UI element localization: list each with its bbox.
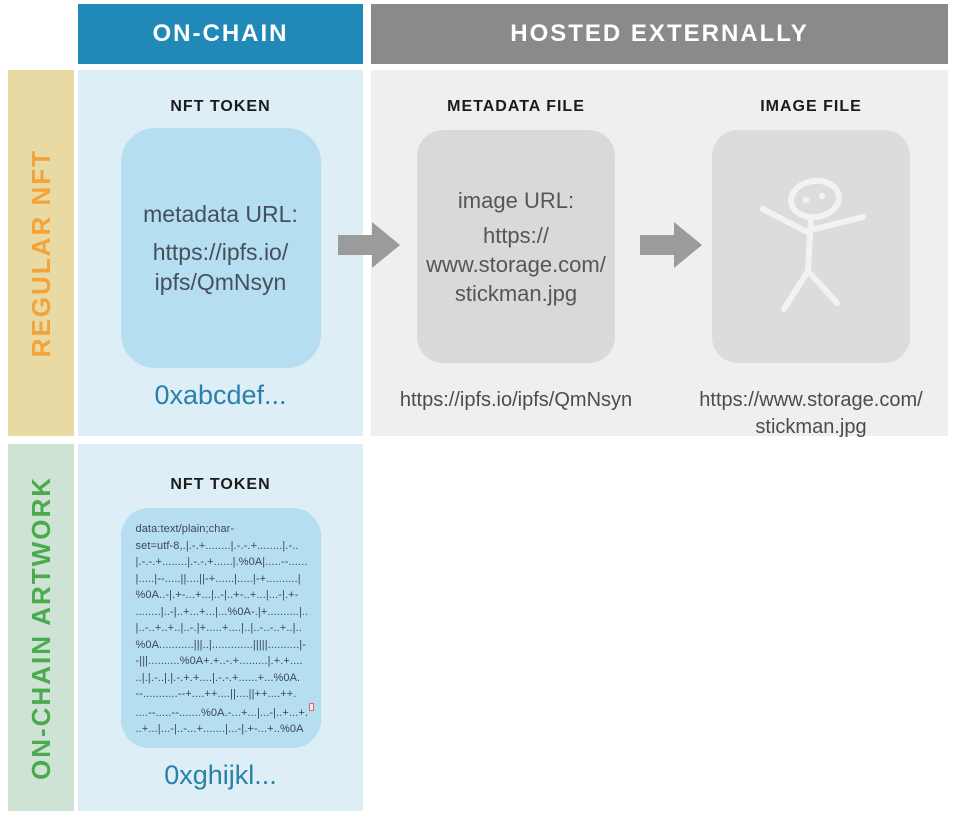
on-chain-artwork-label: ON-CHAIN ARTWORK [25,475,56,780]
metadata-url-line1: https://ipfs.io/ [152,239,289,265]
metadata-file-heading: METADATA FILE [447,98,585,115]
data-uri-line: data:text/plain;char- [135,523,235,535]
missing-glyph-icon [309,702,315,711]
image-file-heading: IMAGE FILE [760,98,862,115]
regular-nft-token-column: NFT TOKEN metadata URL: https://ipfs.io/… [78,70,363,411]
image-file-url: https://www.storage.com/ stickman.jpg [676,387,946,441]
data-uri-line: ..+...|...-|..-...+.......|...-|.+-...+.… [135,723,304,735]
header-on-chain-label: ON-CHAIN [152,20,289,47]
row-label-regular-nft: REGULAR NFT [8,70,74,436]
header-on-chain: ON-CHAIN [78,4,363,64]
image-url-label: image URL: [457,187,575,213]
data-uri-line: %0A..-|.+-...+...|..-|..+-..+...|...-|.+… [135,589,299,601]
token-address: 0xghijkl... [164,760,277,790]
data-uri-line: set=utf-8,.|.-.+........|.-.-.+........|… [135,539,299,552]
data-uri-line: -|||..........%0A+.+..-.+.........|.+.+.… [135,655,303,667]
image-file-url-line2: stickman.jpg [755,416,867,438]
metadata-file-url: https://ipfs.io/ipfs/QmNsyn [399,389,633,411]
metadata-url-label: metadata URL: [143,201,298,227]
onchain-artwork-token-column: NFT TOKEN data:text/plain;char- set=utf-… [78,444,363,791]
image-url-line2: www.storage.com/ [426,251,606,277]
arrow-right-icon [338,222,400,268]
image-file-url-line1: https://www.storage.com/ [699,389,923,411]
data-uri-line: |.-.-.+........|.-.-.+......|.%0A|.....-… [135,556,308,568]
arrow-right-icon [640,222,702,268]
nft-token-box: metadata URL: https://ipfs.io/ ipfs/QmNs… [120,128,321,368]
data-uri-token-box: data:text/plain;char- set=utf-8,.|.-.+..… [120,508,321,748]
data-uri-line: %0A...........|||..|.............|||||..… [135,638,306,651]
data-uri-line: ........|..-|..+...+...|...%0A-.|+......… [135,605,309,618]
data-uri-line: |..-..+..+..|..-.|+.....+....|..|..-..-.… [135,622,302,634]
row-label-on-chain-artwork: ON-CHAIN ARTWORK [8,444,74,811]
metadata-file-column: METADATA FILE image URL: https:// www.st… [381,70,651,414]
nft-token-heading: NFT TOKEN [170,98,271,115]
header-hosted-externally: HOSTED EXTERNALLY [371,4,948,64]
data-uri-line: ..|.|.-..|.|.-.+.+....|.-.-.+......+...%… [135,671,301,684]
image-url-line3: stickman.jpg [454,280,578,306]
image-url-line1: https:// [482,222,550,248]
metadata-url-line2: ipfs/QmNsyn [154,269,287,295]
stickman-icon [760,177,866,312]
header-hosted-label: HOSTED EXTERNALLY [510,20,809,47]
token-address: 0xabcdef... [154,380,287,410]
data-uri-line: ....--.....--.......%0A.-...+...|...-|..… [135,702,315,722]
data-uri-line-text: ....--.....--.......%0A.-...+...|...-|..… [135,706,309,719]
regular-nft-label: REGULAR NFT [25,148,56,358]
metadata-file-box: image URL: https:// www.storage.com/ sti… [417,130,615,363]
nft-token-heading: NFT TOKEN [170,476,271,493]
data-uri-line: |.....|--.....||....||-+......|.....|-+.… [135,572,301,585]
image-file-column: IMAGE FILE https://www.storage.com/ [676,70,946,441]
image-file-box [712,130,910,363]
data-uri-line: --...........--+....++....||....||++....… [135,688,297,700]
